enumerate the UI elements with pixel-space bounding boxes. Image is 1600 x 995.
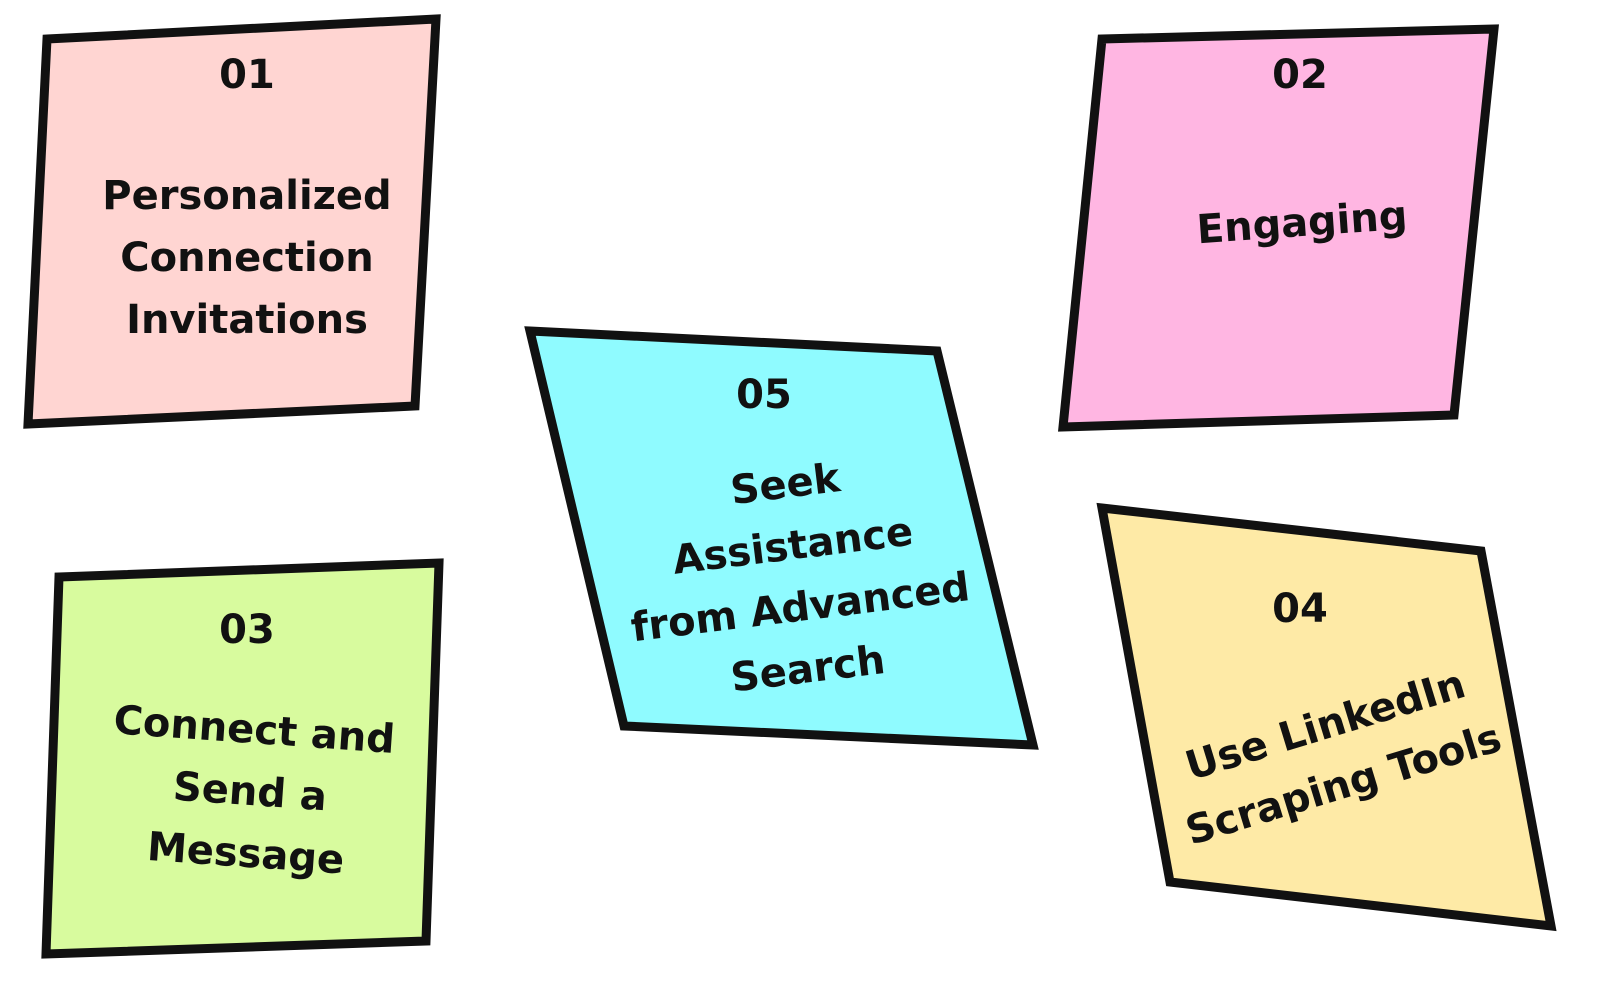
card-02-shape [1058, 24, 1500, 432]
card-01-number: 01 [219, 52, 275, 98]
card-01-label-line-2: Connection [120, 235, 373, 281]
card-03-shape [41, 558, 444, 959]
card-02-number: 02 [1272, 52, 1328, 98]
card-01-label-line-3: Invitations [126, 297, 368, 343]
card-05-shape [524, 326, 1039, 750]
card-05-number: 05 [736, 372, 792, 418]
card-03-label-line-2: Send a [172, 764, 329, 821]
card-04-number: 04 [1272, 586, 1328, 632]
card-04: 04 Use LinkedIn Scraping Tools [1096, 502, 1557, 932]
card-02: 02 Engaging [1058, 24, 1500, 432]
card-05: 05 Seek Assistance from Advanced Search [524, 326, 1039, 750]
card-03: 03 Connect and Send a Message [41, 558, 444, 959]
card-01-label-line-1: Personalized [102, 173, 391, 219]
card-01: 01 Personalized Connection Invitations [23, 14, 441, 429]
card-03-number: 03 [219, 607, 275, 653]
card-04-shape [1096, 502, 1557, 932]
card-01-shape [23, 14, 441, 429]
